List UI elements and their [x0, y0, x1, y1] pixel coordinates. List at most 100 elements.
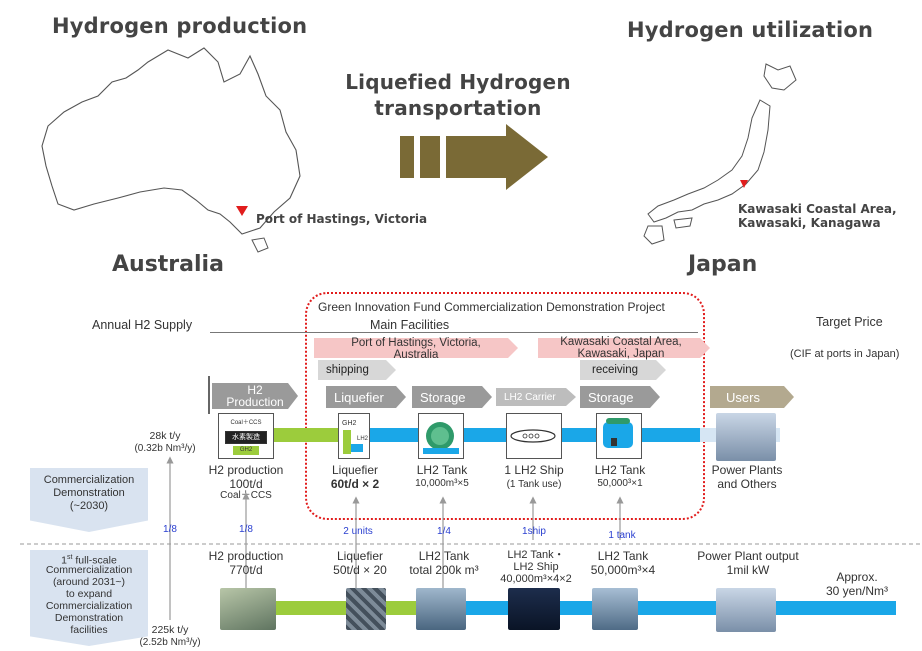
cif-label: (CIF at ports in Japan) [790, 348, 900, 360]
lh2-tank-icon [418, 413, 464, 459]
japan-location-line2: Kawasaki, Kanagawa [738, 216, 881, 230]
australia-label: Australia [112, 252, 224, 277]
h2-plant-icon: Coal＋CCS 水素製造 GH2 [218, 413, 274, 459]
full-row-l6: Demonstration [54, 612, 124, 624]
full-tank-l2: total 200k m³ [409, 563, 479, 577]
demo-ship-l2: (1 Tank use) [506, 479, 562, 490]
demo-row-l3: (~2030) [69, 500, 109, 512]
transport-header-line1: Liquefied Hydrogen [345, 70, 571, 94]
ratio-ship: 1ship [522, 526, 546, 537]
australia-map-icon [41, 47, 301, 253]
full-ship-l3: 40,000m³×4×2 [500, 573, 572, 585]
green-pipe [274, 428, 344, 442]
stage-carrier: LH2 Carrier [496, 388, 576, 406]
full-tankjp-l1: LH2 Tank [597, 549, 649, 563]
full-h2prod-l2: 770t/d [229, 563, 263, 577]
port-jp-tag [538, 338, 710, 358]
target-price-label: Target Price [816, 315, 883, 329]
full-row-l5: Commercialization [45, 600, 133, 612]
power-plant-photo [716, 413, 776, 461]
port-jp-label-line1: Kawasaki Coastal Area, [560, 336, 682, 348]
stage-liquefier: Liquefier [326, 386, 406, 408]
australia-port-label: Port of Hastings, Victoria [256, 212, 428, 226]
full-row-l1: 1st full-scale [61, 554, 117, 567]
full-supply-l1: 225k t/y [151, 624, 189, 636]
demo-h2prod-l1: H2 production [208, 463, 284, 477]
demo-users-l2: and Others [717, 477, 777, 491]
demo-ship-l1: 1 LH2 Ship [504, 463, 564, 477]
full-supply-l2: (2.52b Nm³/y) [139, 637, 201, 648]
demo-liq-l2: 60t/d × 2 [330, 477, 380, 491]
lh2-ship-icon [506, 413, 562, 459]
full-tank-photo [416, 588, 466, 630]
production-header: Hydrogen production [52, 14, 308, 38]
plant-core: 水素製造 [225, 431, 267, 444]
full-tankjp-l2: 50,000m³×4 [590, 563, 656, 577]
transport-header-line2: transportation [374, 96, 542, 120]
full-h2prod-l1: H2 production [208, 549, 284, 563]
liquefier-icon: GH2 LH2 [338, 413, 370, 459]
stage-h2-production: H2 Production [212, 383, 298, 409]
ratio-h2: 1/8 [239, 524, 253, 535]
stage-h2-production-l1: H2 [247, 383, 263, 397]
location-marker-icon [236, 206, 248, 216]
transport-arrow-icon [400, 124, 548, 190]
port-au-label-line1: Port of Hastings, Victoria, [351, 337, 481, 349]
full-row-l7: facilities [70, 624, 108, 636]
supply-line [210, 332, 698, 333]
full-price-l1: Approx. [836, 570, 878, 584]
annual-supply-label: Annual H2 Supply [92, 318, 193, 332]
full-liq-l1: Liquefier [336, 549, 384, 563]
demo-row-l2: Demonstration [53, 487, 125, 499]
demo-supply-l2: (0.32b Nm³/y) [134, 443, 196, 454]
demo-users-l1: Power Plants [711, 463, 783, 477]
full-row-l3: (around 2031~) [52, 576, 126, 588]
demo-tankjp-l1: LH2 Tank [594, 463, 646, 477]
full-row-l4: to expand [65, 588, 113, 600]
full-liq-l2: 50t/d × 20 [333, 563, 387, 577]
full-power-l2: 1mil kW [726, 563, 770, 577]
demo-tankjp-l2: 50,000³×1 [597, 478, 643, 489]
demo-h2prod-l2: 100t/d [229, 477, 263, 491]
project-boundary [305, 292, 705, 520]
full-plant-photo [220, 588, 276, 630]
japan-label: Japan [688, 252, 758, 277]
demo-tank-l2: 10,000m³×5 [415, 478, 469, 489]
demo-row-l1: Commercialization [43, 474, 135, 486]
demo-tank-l1: LH2 Tank [416, 463, 468, 477]
demo-liq-l1: Liquefier [331, 463, 379, 477]
japan-map-icon [643, 63, 797, 245]
full-liquefier-photo [346, 588, 386, 630]
full-power-photo [716, 588, 776, 632]
full-ship-photo [508, 588, 560, 630]
ratio-supply: 1/8 [163, 524, 177, 535]
receiving-tag: receiving [580, 360, 666, 380]
ratio-tank: 1/4 [437, 526, 451, 537]
stage-h2-production-l2: Production [226, 395, 284, 409]
japan-location-line1: Kawasaki Coastal Area, [738, 202, 897, 216]
port-jp-label-line2: Kawasaki, Japan [577, 348, 665, 360]
project-title: Green Innovation Fund Commercialization … [318, 300, 665, 314]
port-au-tag [314, 338, 518, 358]
full-row-label-box [30, 550, 148, 646]
stage-users: Users [710, 386, 794, 408]
main-facilities-label: Main Facilities [370, 318, 450, 332]
demo-row-label-box [30, 468, 148, 532]
utilization-header: Hydrogen utilization [627, 18, 874, 42]
full-ship-l2: LH2 Ship [513, 561, 559, 573]
stage-storage-jp: Storage [580, 386, 660, 408]
full-tankjp-photo [592, 588, 638, 630]
lh2-tank-jp-icon [596, 413, 642, 459]
ratio-liq: 2 units [343, 526, 373, 537]
ratio-tankjp: 1 tank [608, 530, 636, 541]
stage-storage: Storage [412, 386, 492, 408]
full-tank-l1: LH2 Tank [418, 549, 470, 563]
shipping-tag: shipping [318, 360, 396, 380]
full-row-l2: Commercialization [45, 564, 133, 576]
full-price-l2: 30 yen/Nm³ [825, 584, 889, 598]
full-power-l1: Power Plant output [697, 549, 799, 563]
port-au-label-line2: Australia [393, 349, 439, 361]
demo-supply-l1: 28k t/y [149, 430, 181, 442]
full-ship-l1: LH2 Tank・ [507, 549, 565, 561]
